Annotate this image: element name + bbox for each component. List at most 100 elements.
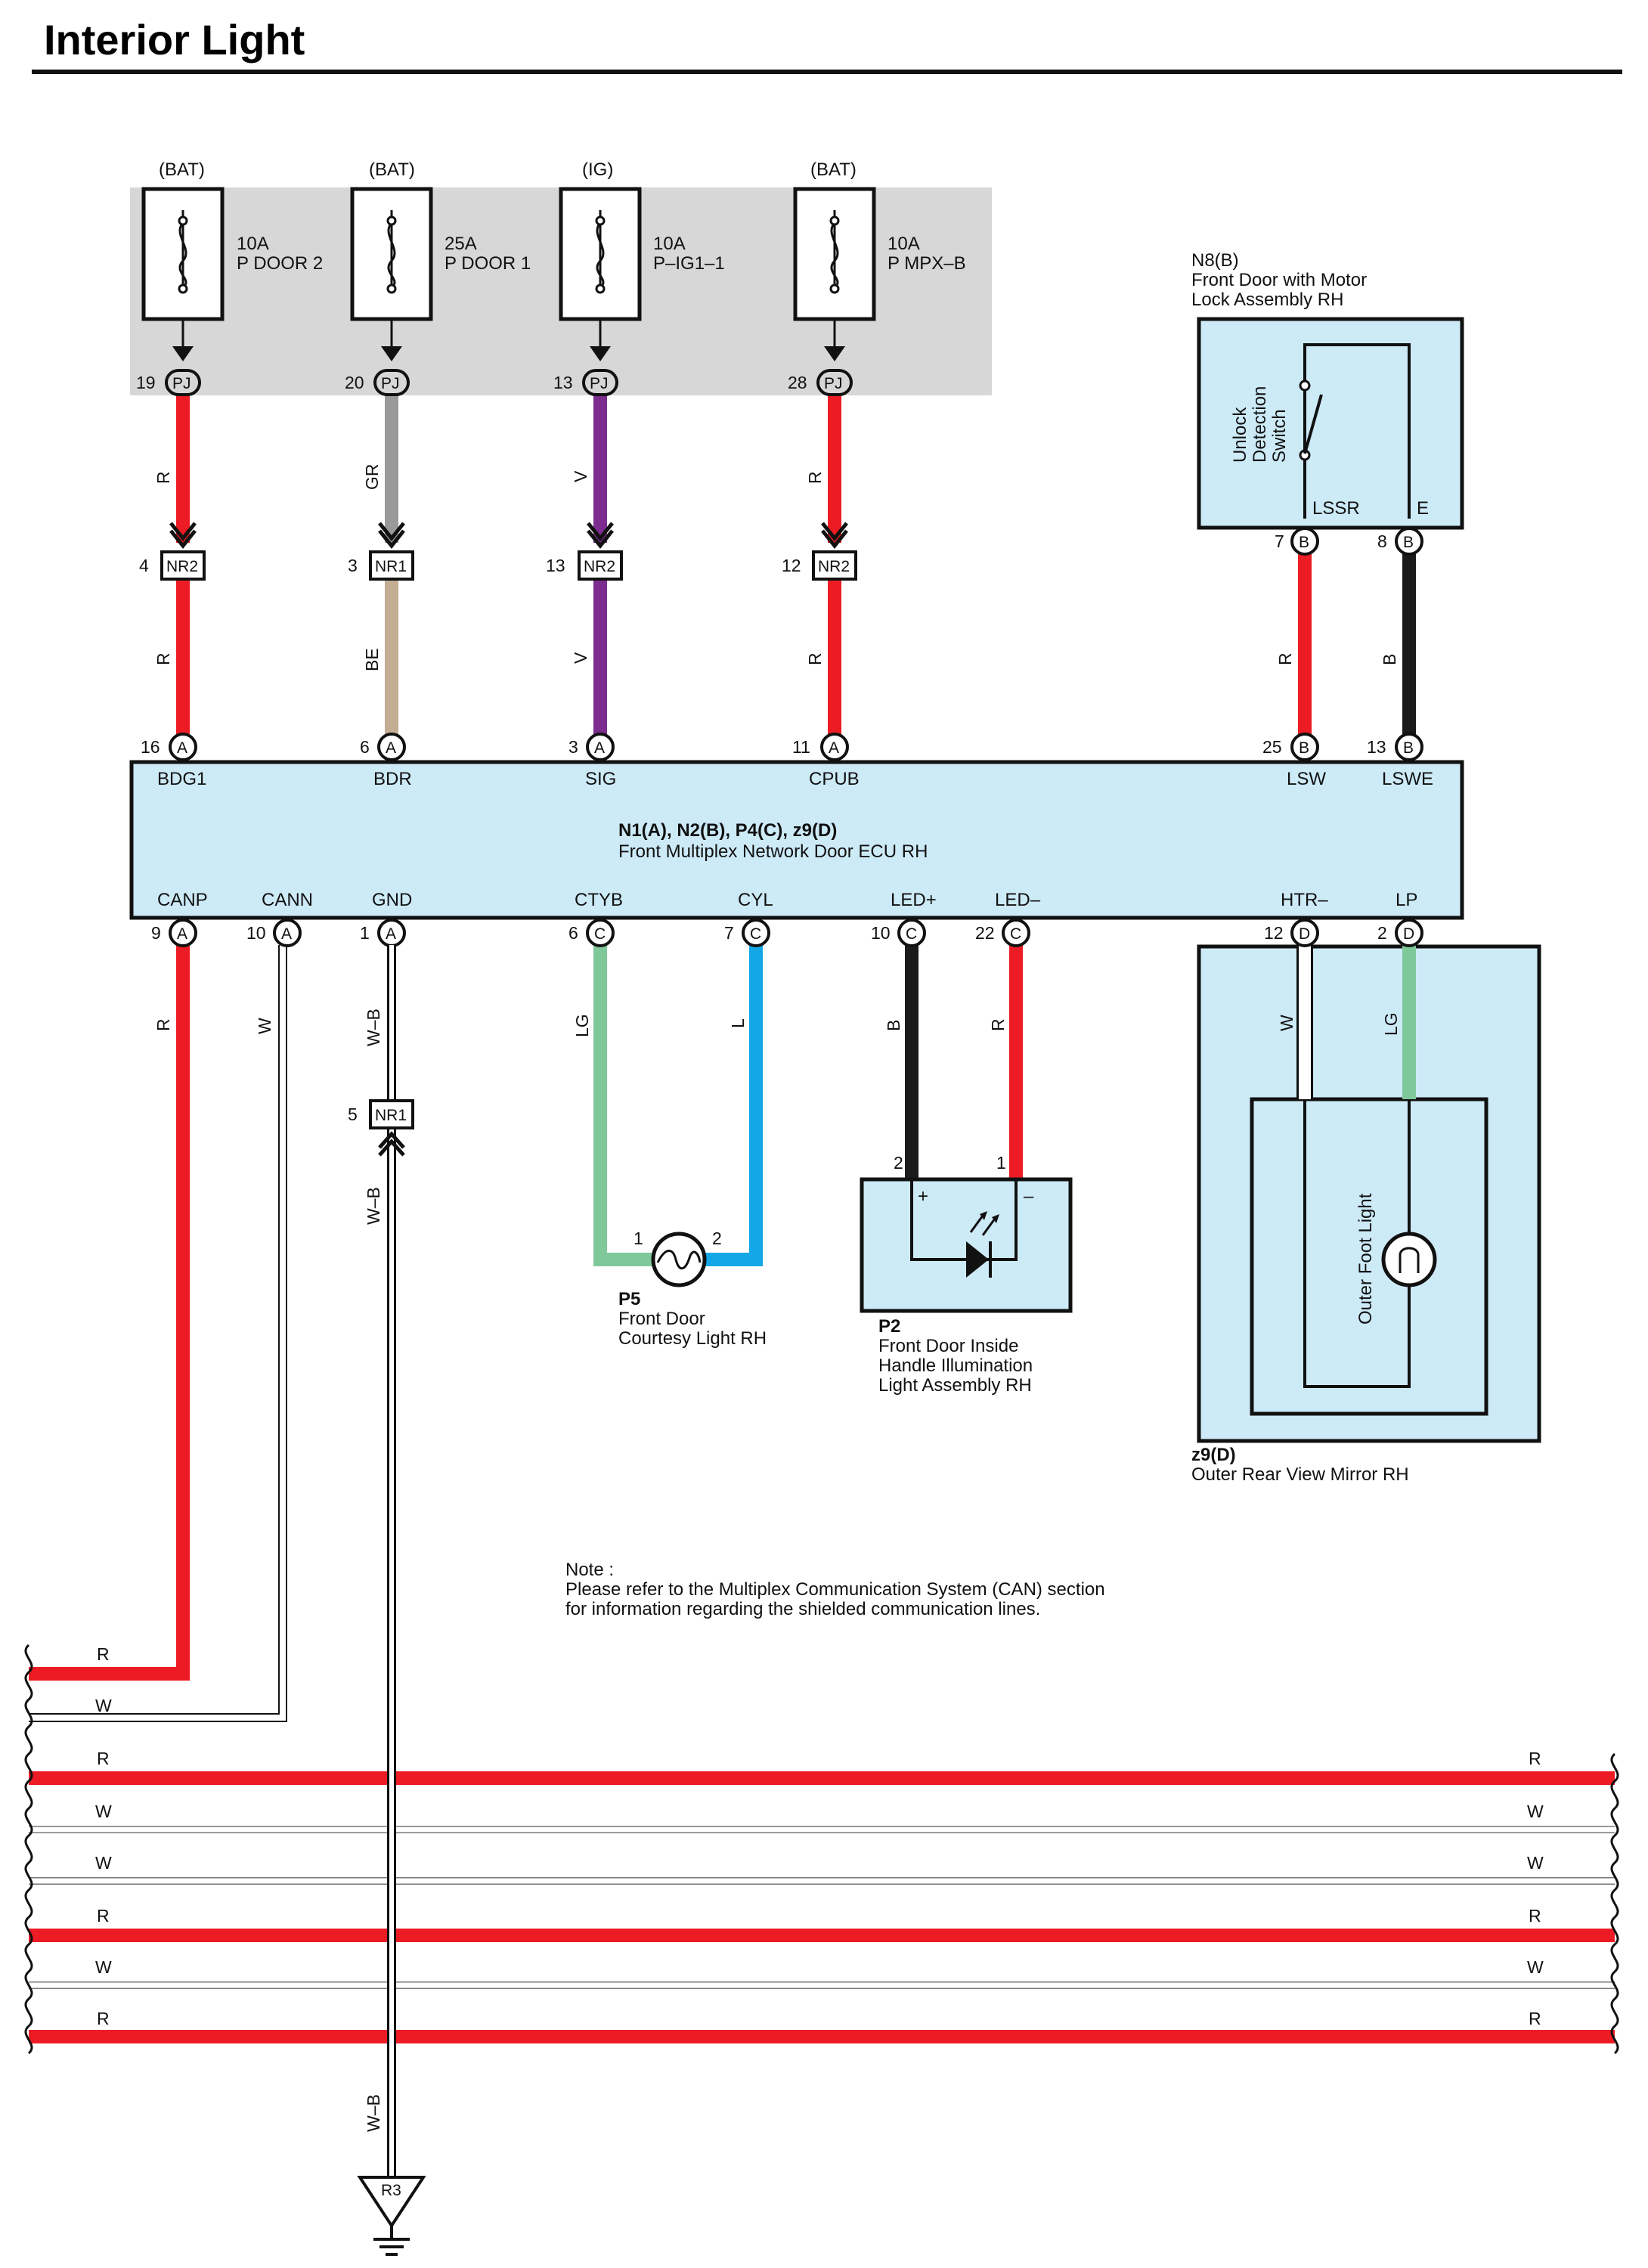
- svg-text:GND: GND: [372, 890, 412, 910]
- fuse-source: (BAT): [369, 160, 415, 180]
- svg-text:NR2: NR2: [818, 558, 850, 575]
- fuse-name: P DOOR 1: [445, 253, 531, 274]
- bus-label: R: [97, 1749, 110, 1768]
- svg-text:NR1: NR1: [375, 558, 407, 575]
- svg-text:z9(D): z9(D): [1191, 1445, 1236, 1465]
- svg-text:A: A: [281, 925, 292, 943]
- wire-color: V: [571, 470, 590, 482]
- z9-outer-mirror: Outer Foot Light z9(D) Outer Rear View M…: [1191, 944, 1541, 1485]
- svg-text:C: C: [906, 925, 917, 943]
- svg-text:SIG: SIG: [585, 769, 616, 789]
- ecu-pin: B25: [1262, 733, 1319, 761]
- splice-nr1-gnd: NR1 5: [348, 1099, 414, 1129]
- svg-text:CTYB: CTYB: [575, 890, 623, 910]
- wire-color: R: [805, 471, 825, 484]
- wire-color: LG: [572, 1014, 592, 1037]
- pj-connector: PJ 28: [788, 369, 853, 396]
- svg-text:NR2: NR2: [166, 558, 198, 575]
- svg-text:20: 20: [345, 373, 364, 392]
- svg-text:for information regarding the: for information regarding the shielded c…: [565, 1599, 1040, 1619]
- svg-text:C: C: [594, 925, 606, 943]
- wire-sig: V V: [571, 319, 614, 739]
- wire-color: R: [153, 1018, 173, 1031]
- p5-courtesy-light: 1 2 P5 Front Door Courtesy Light RH: [618, 1228, 767, 1349]
- svg-text:Light Assembly RH: Light Assembly RH: [878, 1375, 1032, 1396]
- wire-color: GR: [362, 464, 382, 491]
- svg-text:CANN: CANN: [262, 890, 313, 910]
- ecu-pin: A3: [568, 733, 615, 761]
- n8-pin-7: B 7: [1275, 527, 1319, 556]
- svg-text:HTR–: HTR–: [1281, 890, 1328, 910]
- page-title: Interior Light: [44, 16, 305, 64]
- lamp-label: Outer Foot Light: [1355, 1193, 1376, 1325]
- n8-name-1: Front Door with Motor: [1191, 270, 1367, 290]
- svg-text:Courtesy Light RH: Courtesy Light RH: [618, 1328, 767, 1349]
- wire-cann: [29, 945, 287, 1722]
- svg-text:13: 13: [546, 556, 565, 575]
- svg-text:B: B: [1403, 739, 1414, 757]
- ecu-pin: A1: [360, 919, 406, 947]
- svg-text:5: 5: [348, 1105, 358, 1124]
- svg-text:6: 6: [360, 737, 370, 757]
- wire-bdr: GR BE: [362, 319, 405, 739]
- svg-text:PJ: PJ: [824, 375, 843, 392]
- svg-text:D: D: [1403, 925, 1414, 943]
- svg-text:6: 6: [568, 923, 578, 943]
- svg-text:12: 12: [782, 556, 801, 575]
- svg-text:1: 1: [996, 1153, 1006, 1173]
- svg-text:LED–: LED–: [995, 890, 1041, 910]
- svg-text:LSW: LSW: [1287, 769, 1326, 789]
- svg-text:Handle Illumination: Handle Illumination: [878, 1356, 1033, 1376]
- svg-text:12: 12: [1264, 923, 1284, 943]
- wire-color: R: [805, 652, 825, 665]
- wire-color: R: [153, 652, 173, 665]
- break-mark-left: [24, 1644, 33, 2055]
- fuse-rating: 10A: [888, 234, 920, 254]
- svg-text:+: +: [918, 1186, 928, 1207]
- ecu-pin: D2: [1377, 919, 1423, 947]
- bus-wires: [29, 1771, 1615, 2043]
- fuse-rating: 10A: [653, 234, 686, 254]
- svg-text:D: D: [1299, 925, 1310, 943]
- fuse-p-door-1: (BAT) 25A P DOOR 1: [350, 160, 531, 321]
- ecu-pin: A9: [151, 919, 197, 947]
- wire-ctyb: [593, 945, 656, 1266]
- wire-color: B: [884, 1020, 903, 1031]
- fuse-source: (IG): [582, 160, 613, 180]
- ecu-pin: A10: [246, 919, 302, 947]
- n8-lock-assembly: N8(B) Front Door with Motor Lock Assembl…: [1191, 250, 1464, 530]
- n8-pin-8: B 8: [1377, 527, 1423, 556]
- svg-text:BDG1: BDG1: [157, 769, 206, 789]
- splice-nr1: NR1 3: [348, 550, 414, 581]
- svg-text:A: A: [594, 739, 605, 757]
- wire-color: L: [728, 1018, 748, 1028]
- wire-color: V: [571, 652, 590, 664]
- wire-color: W–B: [364, 1187, 383, 1225]
- svg-text:28: 28: [788, 373, 807, 392]
- wire-gnd: [378, 945, 405, 2177]
- svg-text:B: B: [1403, 534, 1414, 551]
- wire-color: R: [153, 471, 173, 484]
- fuse-p-ig1-1: (IG) 10A P–IG1–1: [559, 160, 725, 321]
- ecu-subtitle: Front Multiplex Network Door ECU RH: [618, 841, 928, 862]
- pj-connector: PJ 20: [345, 369, 410, 396]
- wire-color: LG: [1381, 1012, 1401, 1036]
- svg-text:22: 22: [975, 923, 995, 943]
- svg-text:Please refer to the Multiplex: Please refer to the Multiplex Communicat…: [565, 1579, 1105, 1600]
- ecu-pin: A11: [792, 733, 849, 761]
- svg-text:13: 13: [553, 373, 573, 392]
- bus-label: W: [1527, 1957, 1544, 1977]
- break-mark-right: [1610, 1752, 1619, 2055]
- splice-nr2: NR2 13: [546, 550, 623, 581]
- bus-label: W: [95, 1853, 112, 1873]
- switch-label-2: Detection: [1250, 386, 1270, 463]
- ecu-pin: C7: [724, 919, 770, 947]
- bus-label: R: [1529, 1906, 1541, 1926]
- wire-color: W: [1277, 1015, 1296, 1031]
- svg-text:19: 19: [136, 373, 156, 392]
- svg-text:PJ: PJ: [590, 375, 609, 392]
- term-lssr: LSSR: [1312, 498, 1360, 519]
- svg-text:Note :: Note :: [565, 1560, 614, 1580]
- svg-text:4: 4: [139, 556, 149, 575]
- fuse-name: P–IG1–1: [653, 253, 725, 274]
